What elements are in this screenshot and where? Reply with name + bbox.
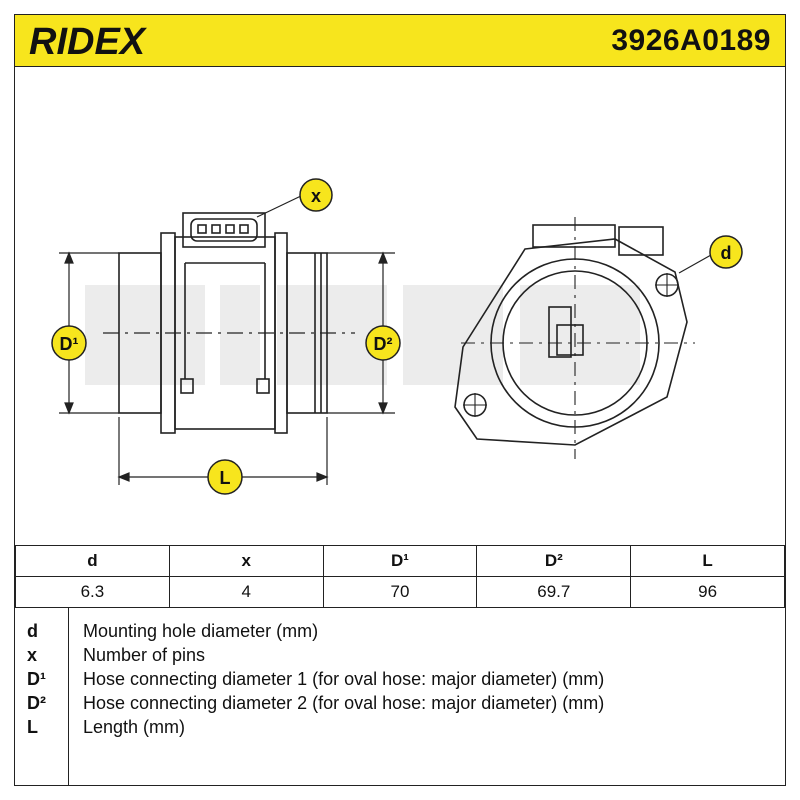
svg-text:L: L (220, 468, 231, 488)
legend-key: D¹ (27, 669, 46, 689)
spec-value-D1: 70 (322, 576, 478, 608)
callout-d: d (709, 235, 743, 269)
svg-text:x: x (311, 186, 321, 206)
callout-x: x (299, 178, 333, 212)
technical-drawing: x d D¹ D² L (15, 67, 785, 545)
callout-D1: D¹ (51, 325, 87, 361)
spec-value-D2: 69.7 (476, 576, 632, 608)
spec-header-D2: D² (476, 545, 632, 577)
legend: d Mounting hole diameter (mm) x Number o… (15, 607, 785, 785)
legend-desc: Mounting hole diameter (mm) (83, 621, 319, 641)
legend-desc: Hose connecting diameter 1 (for oval hos… (83, 669, 605, 689)
callout-L: L (207, 459, 243, 495)
svg-text:D¹: D¹ (60, 334, 79, 354)
legend-item: x Number of pins (15, 645, 785, 669)
brand-logo: RIDEX (29, 21, 209, 66)
spec-header-L: L (630, 545, 785, 577)
legend-key: d (27, 621, 38, 641)
legend-desc: Number of pins (83, 645, 206, 665)
spec-header-d: d (15, 545, 170, 577)
part-number: 3926A0189 (611, 24, 771, 57)
legend-key: D² (27, 693, 46, 713)
legend-item: d Mounting hole diameter (mm) (15, 621, 785, 645)
spec-value-row: 6.3 4 70 69.7 96 (15, 576, 785, 608)
legend-item: D² Hose connecting diameter 2 (for oval … (15, 693, 785, 717)
datasheet-frame: RIDEX 3926A0189 (14, 14, 786, 786)
legend-desc: Hose connecting diameter 2 (for oval hos… (83, 693, 605, 713)
legend-item: L Length (mm) (15, 717, 785, 741)
svg-text:RIDEX: RIDEX (29, 21, 148, 61)
spec-value-x: 4 (168, 576, 324, 608)
spec-header-row: d x D¹ D² L (15, 545, 785, 577)
front-view-centerlines (461, 217, 695, 459)
spec-value-L: 96 (630, 576, 785, 608)
drawing-svg: x d D¹ D² L (51, 178, 743, 495)
spec-table: d x D¹ D² L 6.3 4 70 69.7 96 (15, 545, 785, 608)
spec-header-x: x (168, 545, 324, 577)
d-leader (678, 254, 712, 274)
callout-D2: D² (365, 325, 401, 361)
spec-value-d: 6.3 (15, 576, 170, 608)
header-bar: RIDEX 3926A0189 (15, 15, 785, 67)
legend-key: x (27, 645, 38, 665)
legend-key: L (27, 717, 38, 737)
legend-desc: Length (mm) (83, 717, 186, 737)
svg-text:D²: D² (374, 334, 393, 354)
svg-text:d: d (721, 243, 732, 263)
legend-item: D¹ Hose connecting diameter 1 (for oval … (15, 669, 785, 693)
side-view (118, 212, 328, 434)
spec-header-D1: D¹ (322, 545, 478, 577)
legend-divider (68, 607, 69, 785)
